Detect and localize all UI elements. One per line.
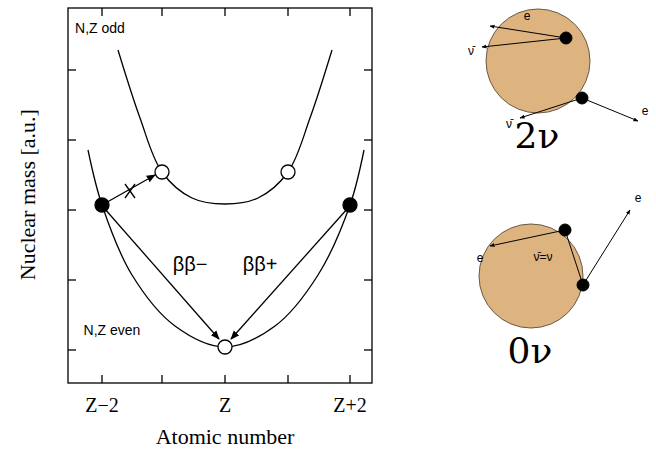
cross-mark — [125, 184, 135, 198]
forbidden-arrow — [102, 175, 155, 205]
tick-label: Z — [219, 394, 231, 417]
y-tick — [364, 69, 372, 70]
nucleus-outline — [485, 8, 591, 114]
y-tick — [364, 139, 372, 140]
filled-dot — [343, 198, 357, 212]
y-tick — [364, 349, 372, 350]
axis-ticks — [68, 8, 372, 383]
axis-title: Nuclear mass [a.u.] — [15, 109, 40, 280]
filled-dot — [95, 198, 109, 212]
nucleon-dot — [560, 32, 572, 44]
y-tick — [68, 279, 76, 280]
nucleus-outline — [478, 223, 584, 329]
x-tick — [101, 8, 102, 16]
open-dot — [155, 165, 169, 179]
particle-label: ν̄ — [506, 118, 512, 132]
x-tick — [287, 375, 288, 383]
electron-track — [583, 210, 630, 285]
y-tick — [364, 279, 372, 280]
cross-mark — [125, 184, 135, 198]
open-dot — [281, 165, 295, 179]
decay-mode-label: 2ν — [485, 116, 589, 156]
beta-plus-arrow — [231, 208, 348, 339]
plot-frame — [68, 8, 372, 383]
nucleon-dot — [576, 92, 588, 104]
nucleus-0nu: 0ν — [478, 223, 582, 371]
nucleus-disc — [479, 224, 583, 328]
decay-label: ββ− — [173, 253, 208, 276]
decay-mode-label: 0ν — [478, 331, 582, 371]
y-tick — [68, 349, 76, 350]
particle-label: e — [635, 192, 642, 206]
axis-title: Atomic number — [156, 424, 295, 449]
nucleus-disc — [486, 9, 590, 113]
x-tick — [224, 375, 225, 383]
x-tick — [101, 375, 102, 383]
particle-label: e — [642, 105, 649, 119]
x-tick — [161, 375, 162, 383]
curve-label: N,Z odd — [75, 20, 125, 36]
x-tick — [349, 8, 350, 16]
nucleus-2nu: 2ν — [485, 8, 589, 156]
x-tick — [224, 8, 225, 16]
x-tick — [161, 8, 162, 16]
curve-label: N,Z even — [84, 322, 141, 338]
particle-label: e — [477, 252, 484, 266]
particle-label: ν̄ — [468, 45, 474, 59]
beta-minus-arrow — [104, 208, 219, 339]
decay-label: ββ+ — [243, 253, 278, 276]
particle-label: ν̄=ν — [533, 251, 552, 265]
x-tick — [287, 8, 288, 16]
nucleon-dot — [577, 279, 589, 291]
mass-plot — [68, 8, 372, 383]
y-tick — [364, 209, 372, 210]
tick-label: Z−2 — [85, 394, 119, 417]
electron-track — [582, 98, 638, 121]
y-tick — [68, 139, 76, 140]
open-dot — [218, 340, 232, 354]
tick-label: Z+2 — [333, 394, 367, 417]
particle-label: e — [524, 10, 531, 24]
y-tick — [68, 69, 76, 70]
even-parabola — [88, 150, 364, 347]
x-tick — [349, 375, 350, 383]
odd-parabola — [118, 50, 332, 204]
y-tick — [68, 209, 76, 210]
nucleon-dot — [559, 224, 571, 236]
